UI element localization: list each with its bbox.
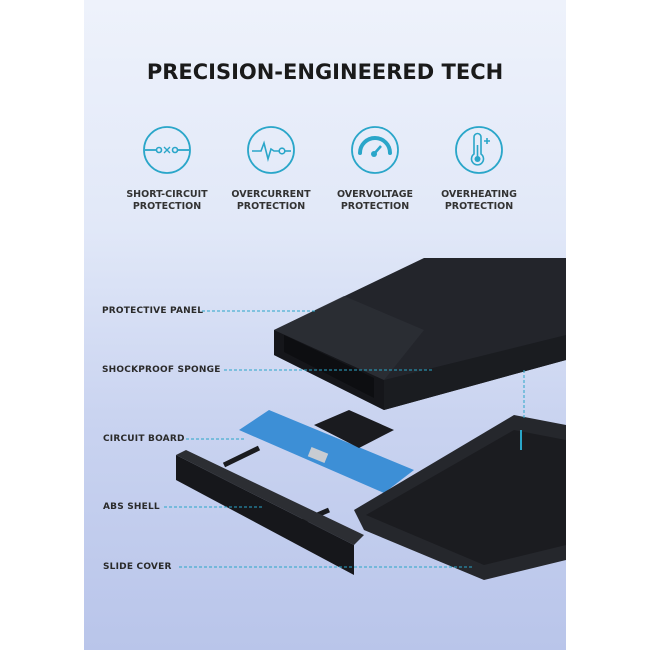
feature-sublabel: PROTECTION: [340, 201, 410, 212]
callout-abs-shell: ABS SHELL: [103, 502, 160, 512]
feature-label: OVERVOLTAGE: [336, 189, 414, 200]
gauge-icon: [351, 126, 399, 174]
callout-shockproof-sponge: SHOCKPROOF SPONGE: [102, 365, 221, 375]
slide-cover: [354, 415, 566, 580]
thermometer-icon: [455, 126, 503, 174]
callout-slide-cover: SLIDE COVER: [103, 562, 172, 572]
feature-sublabel: PROTECTION: [236, 201, 306, 212]
page-title: PRECISION-ENGINEERED TECH: [146, 60, 504, 84]
feature-label: OVERCURRENT: [231, 189, 311, 200]
callout-protective-panel: PROTECTIVE PANEL: [102, 306, 204, 316]
feature-sublabel: PROTECTION: [132, 201, 202, 212]
callout-lines: [164, 310, 525, 568]
enclosure-top: [274, 258, 566, 410]
circuit-board: [239, 410, 414, 493]
short-circuit-icon: [143, 126, 191, 174]
feature-label: SHORT-CIRCUIT: [126, 189, 208, 200]
feature-label: OVERHEATING: [441, 189, 517, 200]
feature-sublabel: PROTECTION: [444, 201, 514, 212]
callout-circuit-board: CIRCUIT BOARD: [103, 434, 185, 444]
enclosure-exploded-view: [164, 258, 566, 580]
abs-shell: [176, 445, 364, 575]
pulse-icon: [247, 126, 295, 174]
